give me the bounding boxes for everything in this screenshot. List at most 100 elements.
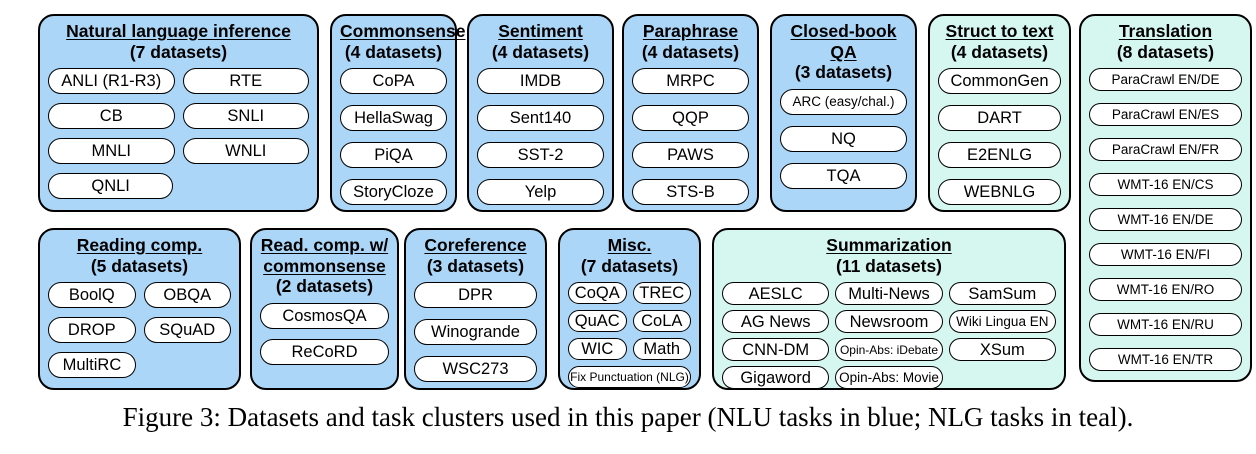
dataset-pill: WMT-16 EN/RO bbox=[1089, 278, 1242, 302]
dataset-pill: AESLC bbox=[722, 282, 830, 306]
cluster-title: Closed-book QA bbox=[790, 21, 897, 62]
dataset-pill: MultiRC bbox=[48, 352, 136, 379]
cluster-box-read_comp_commonsense: Read. comp. w/ commonsense(2 datasets)Co… bbox=[250, 228, 399, 390]
pill-row: PiQA bbox=[340, 142, 447, 169]
dataset-pill: E2ENLG bbox=[938, 142, 1061, 169]
dataset-pill: WMT-16 EN/RU bbox=[1089, 313, 1242, 337]
dataset-pill: Opin-Abs: iDebate bbox=[835, 338, 943, 362]
dataset-pill: BoolQ bbox=[48, 282, 136, 309]
cluster-dataset-count: (5 datasets) bbox=[90, 255, 189, 276]
dataset-pill: Yelp bbox=[477, 179, 604, 206]
dataset-pill: Fix Punctuation (NLG) bbox=[568, 366, 691, 389]
pill-row: WMT-16 EN/RU bbox=[1089, 313, 1242, 337]
cluster-title: Summarization bbox=[826, 235, 952, 255]
dataset-pill: Opin-Abs: Movie bbox=[835, 366, 943, 390]
dataset-pill: ParaCrawl EN/FR bbox=[1089, 138, 1242, 162]
cluster-dataset-count: (4 datasets) bbox=[950, 41, 1049, 62]
pill-row: BoolQ OBQA bbox=[48, 282, 231, 309]
pill-row: ParaCrawl EN/ES bbox=[1089, 103, 1242, 127]
dataset-pill: WSC273 bbox=[414, 356, 537, 383]
dataset-pill: AG News bbox=[722, 310, 830, 334]
dataset-pill: CNN-DM bbox=[722, 338, 830, 362]
cluster-title: Translation bbox=[1118, 21, 1213, 41]
dataset-pill: RTE bbox=[182, 68, 309, 95]
pill-row: WMT-16 EN/RO bbox=[1089, 278, 1242, 302]
dataset-pill: CoQA bbox=[568, 282, 627, 305]
dataset-pill: ParaCrawl EN/DE bbox=[1089, 68, 1242, 92]
pill-row: ARC (easy/chal.) bbox=[780, 88, 907, 115]
pill-row: PAWS bbox=[632, 142, 749, 169]
dataset-pill: SST-2 bbox=[477, 142, 604, 169]
pill-row: QNLI bbox=[48, 173, 309, 200]
dataset-pill: OBQA bbox=[143, 282, 231, 309]
dataset-pill: Sent140 bbox=[477, 105, 604, 132]
dataset-pill: WMT-16 EN/DE bbox=[1089, 208, 1242, 232]
cluster-title: Coreference bbox=[424, 235, 527, 255]
cluster-title: Reading comp. bbox=[76, 235, 203, 255]
pill-row: NQ bbox=[780, 125, 907, 152]
cluster-title: Natural language inference bbox=[66, 21, 291, 41]
pill-row: MultiRC bbox=[48, 352, 231, 379]
pill-row: MRPC bbox=[632, 68, 749, 95]
pill-row: E2ENLG bbox=[938, 142, 1061, 169]
dataset-pill: HellaSwag bbox=[340, 105, 447, 132]
cluster-title: Struct to text bbox=[945, 21, 1054, 41]
cluster-dataset-count: (8 datasets) bbox=[1116, 41, 1215, 62]
cluster-title: Read. comp. w/ commonsense bbox=[260, 235, 389, 276]
dataset-pill: QQP bbox=[632, 105, 749, 132]
cluster-box-closed_book_qa: Closed-book QA(3 datasets) ARC (easy/chal… bbox=[770, 14, 917, 212]
cluster-dataset-count: (11 datasets) bbox=[835, 255, 943, 276]
dataset-pill-list: CosmosQA ReCoRD bbox=[260, 302, 389, 365]
dataset-pill: SamSum bbox=[948, 282, 1056, 306]
dataset-pill: QuAC bbox=[568, 310, 627, 333]
dataset-pill: CosmosQA bbox=[260, 302, 389, 329]
pill-row: IMDB bbox=[477, 68, 604, 95]
cluster-dataset-count: (4 datasets) bbox=[344, 41, 443, 62]
cluster-dataset-count: (4 datasets) bbox=[641, 41, 740, 62]
dataset-pill: StoryCloze bbox=[340, 179, 447, 206]
pill-row: WMT-16 EN/FI bbox=[1089, 243, 1242, 267]
cluster-box-nli: Natural language inference(7 datasets)AN… bbox=[38, 14, 319, 212]
pill-row: STS-B bbox=[632, 179, 749, 206]
pill-row: CosmosQA bbox=[260, 302, 389, 329]
dataset-pill: Winogrande bbox=[414, 319, 537, 346]
cluster-dataset-count: (3 datasets) bbox=[794, 62, 893, 83]
pill-row: ReCoRD bbox=[260, 338, 389, 365]
dataset-pill: ARC (easy/chal.) bbox=[780, 88, 907, 115]
pill-row: SST-2 bbox=[477, 142, 604, 169]
dataset-pill: MRPC bbox=[632, 68, 749, 95]
dataset-pill: ParaCrawl EN/ES bbox=[1089, 103, 1242, 127]
dataset-pill: WEBNLG bbox=[938, 179, 1061, 206]
pill-row: StoryCloze bbox=[340, 179, 447, 206]
cluster-box-translation: Translation(8 datasets) ParaCrawl EN/DE Pa… bbox=[1079, 14, 1252, 382]
dataset-pill: Wiki Lingua EN bbox=[948, 310, 1056, 334]
dataset-pill: CoPA bbox=[340, 68, 447, 95]
dataset-pill: PiQA bbox=[340, 142, 447, 169]
dataset-pill: TQA bbox=[780, 162, 907, 189]
dataset-pill: Math bbox=[632, 338, 691, 361]
pill-row: DART bbox=[938, 105, 1061, 132]
cluster-dataset-count: (7 datasets) bbox=[129, 41, 228, 62]
pill-row: WSC273 bbox=[414, 356, 537, 383]
dataset-pill: DROP bbox=[48, 317, 136, 344]
dataset-pill: DART bbox=[938, 105, 1061, 132]
